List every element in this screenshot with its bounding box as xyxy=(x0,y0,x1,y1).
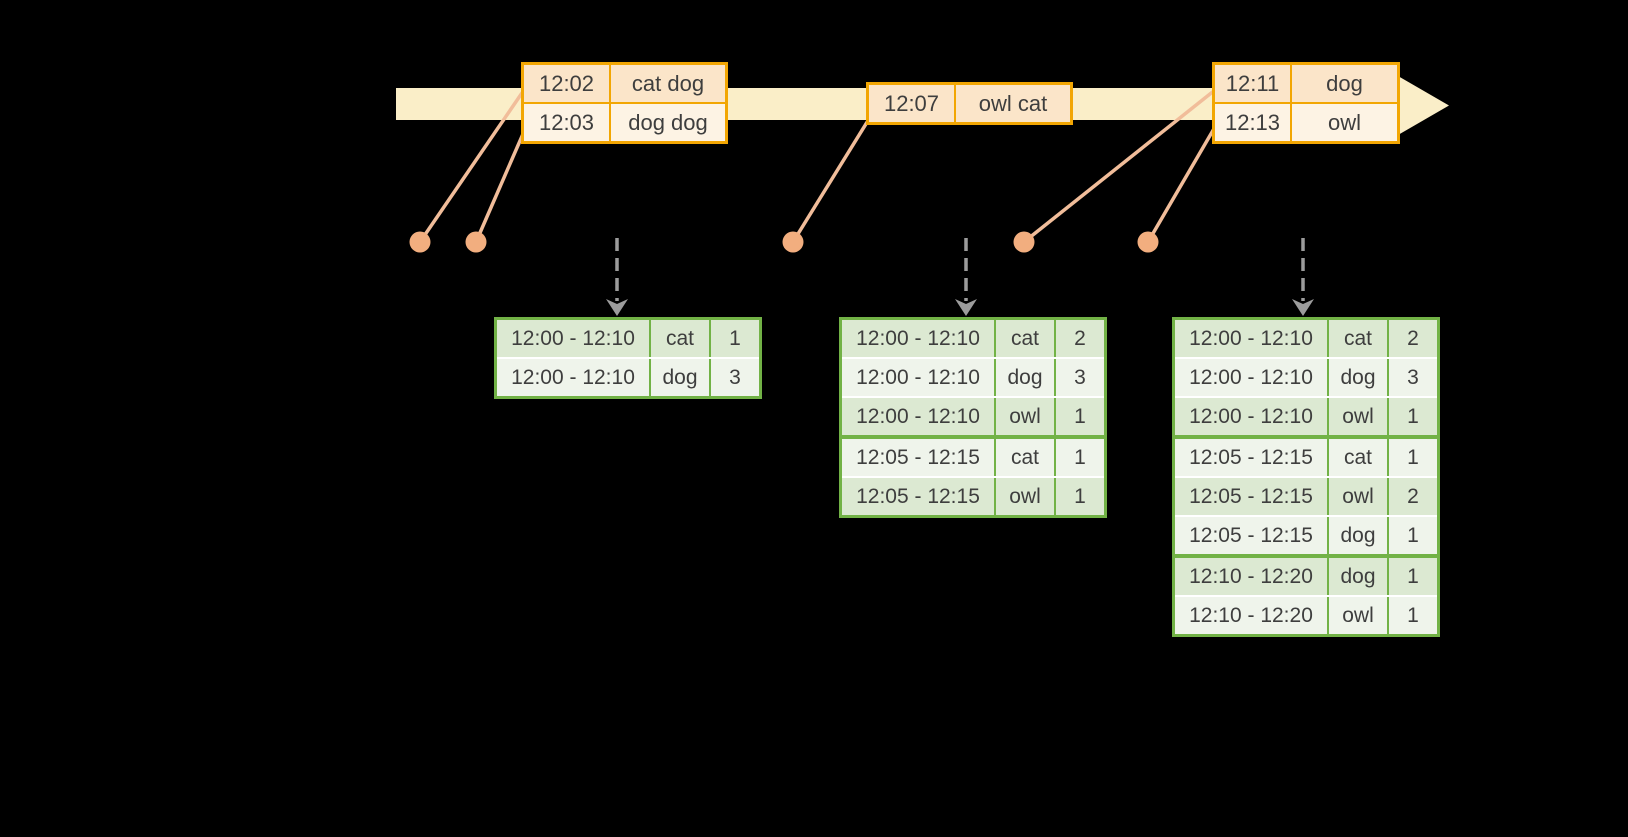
event-connector-line xyxy=(1146,126,1217,243)
event-words: dog dog xyxy=(609,104,725,141)
result-window: 12:10 - 12:20 xyxy=(1175,558,1327,595)
result-row: 12:05 - 12:15 cat 1 xyxy=(842,435,1104,476)
timeline-arrow-icon xyxy=(1398,76,1449,135)
result-row: 12:00 - 12:10 dog 3 xyxy=(497,357,759,396)
result-word: dog xyxy=(994,359,1054,396)
result-window: 12:10 - 12:20 xyxy=(1175,597,1327,634)
event-row: 12:02 cat dog xyxy=(524,65,725,102)
result-row: 12:05 - 12:15 dog 1 xyxy=(1175,515,1437,554)
event-time: 12:11 xyxy=(1215,65,1290,102)
result-window: 12:00 - 12:10 xyxy=(497,359,649,396)
result-row: 12:00 - 12:10 owl 1 xyxy=(1175,396,1437,435)
event-words: dog xyxy=(1290,65,1397,102)
event-connector-line xyxy=(474,126,528,243)
result-count: 1 xyxy=(1054,398,1104,435)
result-table-1: 12:00 - 12:10 cat 1 12:00 - 12:10 dog 3 xyxy=(494,317,762,399)
result-word: dog xyxy=(649,359,709,396)
event-time: 12:03 xyxy=(524,104,609,141)
event-table-3: 12:11 dog 12:13 owl xyxy=(1212,62,1400,144)
result-row: 12:05 - 12:15 owl 2 xyxy=(1175,476,1437,515)
result-window: 12:05 - 12:15 xyxy=(1175,439,1327,476)
result-word: cat xyxy=(1327,320,1387,357)
event-time: 12:13 xyxy=(1215,104,1290,141)
event-row: 12:13 owl xyxy=(1215,102,1397,141)
result-count: 1 xyxy=(709,320,759,357)
result-row: 12:05 - 12:15 cat 1 xyxy=(1175,435,1437,476)
result-table-2: 12:00 - 12:10 cat 2 12:00 - 12:10 dog 3 … xyxy=(839,317,1107,518)
result-word: dog xyxy=(1327,359,1387,396)
result-word: dog xyxy=(1327,558,1387,595)
event-table-2: 12:07 owl cat xyxy=(866,82,1073,125)
event-table-1: 12:02 cat dog 12:03 dog dog xyxy=(521,62,728,144)
result-row: 12:00 - 12:10 cat 2 xyxy=(1175,320,1437,357)
event-marker-dot xyxy=(782,231,804,253)
result-window: 12:05 - 12:15 xyxy=(1175,517,1327,554)
result-word: owl xyxy=(1327,597,1387,634)
result-word: owl xyxy=(994,478,1054,515)
result-count: 1 xyxy=(1387,558,1437,595)
event-row: 12:11 dog xyxy=(1215,65,1397,102)
result-window: 12:00 - 12:10 xyxy=(1175,359,1327,396)
result-count: 1 xyxy=(1054,478,1104,515)
event-row: 12:03 dog dog xyxy=(524,102,725,141)
result-count: 2 xyxy=(1387,478,1437,515)
result-count: 1 xyxy=(1387,597,1437,634)
result-window: 12:00 - 12:10 xyxy=(842,359,994,396)
event-words: owl xyxy=(1290,104,1397,141)
event-words: cat dog xyxy=(609,65,725,102)
event-time: 12:07 xyxy=(869,85,954,122)
result-window: 12:05 - 12:15 xyxy=(842,478,994,515)
event-marker-dot xyxy=(465,231,487,253)
event-connector-line xyxy=(791,118,871,243)
result-window: 12:00 - 12:10 xyxy=(1175,398,1327,435)
trigger-arrowhead-icon xyxy=(606,299,628,316)
result-count: 2 xyxy=(1054,320,1104,357)
result-row: 12:10 - 12:20 owl 1 xyxy=(1175,595,1437,634)
event-marker-dot xyxy=(409,231,431,253)
trigger-arrowhead-icon xyxy=(1292,299,1314,316)
event-marker-dot xyxy=(1137,231,1159,253)
result-window: 12:00 - 12:10 xyxy=(842,398,994,435)
result-row: 12:00 - 12:10 dog 3 xyxy=(842,357,1104,396)
result-row: 12:00 - 12:10 cat 1 xyxy=(497,320,759,357)
result-window: 12:05 - 12:15 xyxy=(1175,478,1327,515)
result-window: 12:00 - 12:10 xyxy=(497,320,649,357)
result-count: 3 xyxy=(1387,359,1437,396)
result-row: 12:00 - 12:10 owl 1 xyxy=(842,396,1104,435)
result-row: 12:10 - 12:20 dog 1 xyxy=(1175,554,1437,595)
result-window: 12:00 - 12:10 xyxy=(842,320,994,357)
result-count: 2 xyxy=(1387,320,1437,357)
result-window: 12:00 - 12:10 xyxy=(1175,320,1327,357)
result-row: 12:05 - 12:15 owl 1 xyxy=(842,476,1104,515)
result-word: cat xyxy=(1327,439,1387,476)
result-word: owl xyxy=(994,398,1054,435)
event-marker-dot xyxy=(1013,231,1035,253)
result-count: 1 xyxy=(1054,439,1104,476)
result-count: 1 xyxy=(1387,439,1437,476)
result-row: 12:00 - 12:10 dog 3 xyxy=(1175,357,1437,396)
result-word: owl xyxy=(1327,478,1387,515)
event-time: 12:02 xyxy=(524,65,609,102)
result-count: 3 xyxy=(1054,359,1104,396)
result-word: cat xyxy=(994,439,1054,476)
result-window: 12:05 - 12:15 xyxy=(842,439,994,476)
result-word: owl xyxy=(1327,398,1387,435)
result-table-3: 12:00 - 12:10 cat 2 12:00 - 12:10 dog 3 … xyxy=(1172,317,1440,637)
event-connector-line xyxy=(418,89,526,243)
event-words: owl cat xyxy=(954,85,1070,122)
result-word: cat xyxy=(994,320,1054,357)
result-count: 3 xyxy=(709,359,759,396)
trigger-arrowhead-icon xyxy=(955,299,977,316)
result-count: 1 xyxy=(1387,517,1437,554)
result-word: dog xyxy=(1327,517,1387,554)
result-row: 12:00 - 12:10 cat 2 xyxy=(842,320,1104,357)
result-word: cat xyxy=(649,320,709,357)
event-row: 12:07 owl cat xyxy=(869,85,1070,122)
result-count: 1 xyxy=(1387,398,1437,435)
